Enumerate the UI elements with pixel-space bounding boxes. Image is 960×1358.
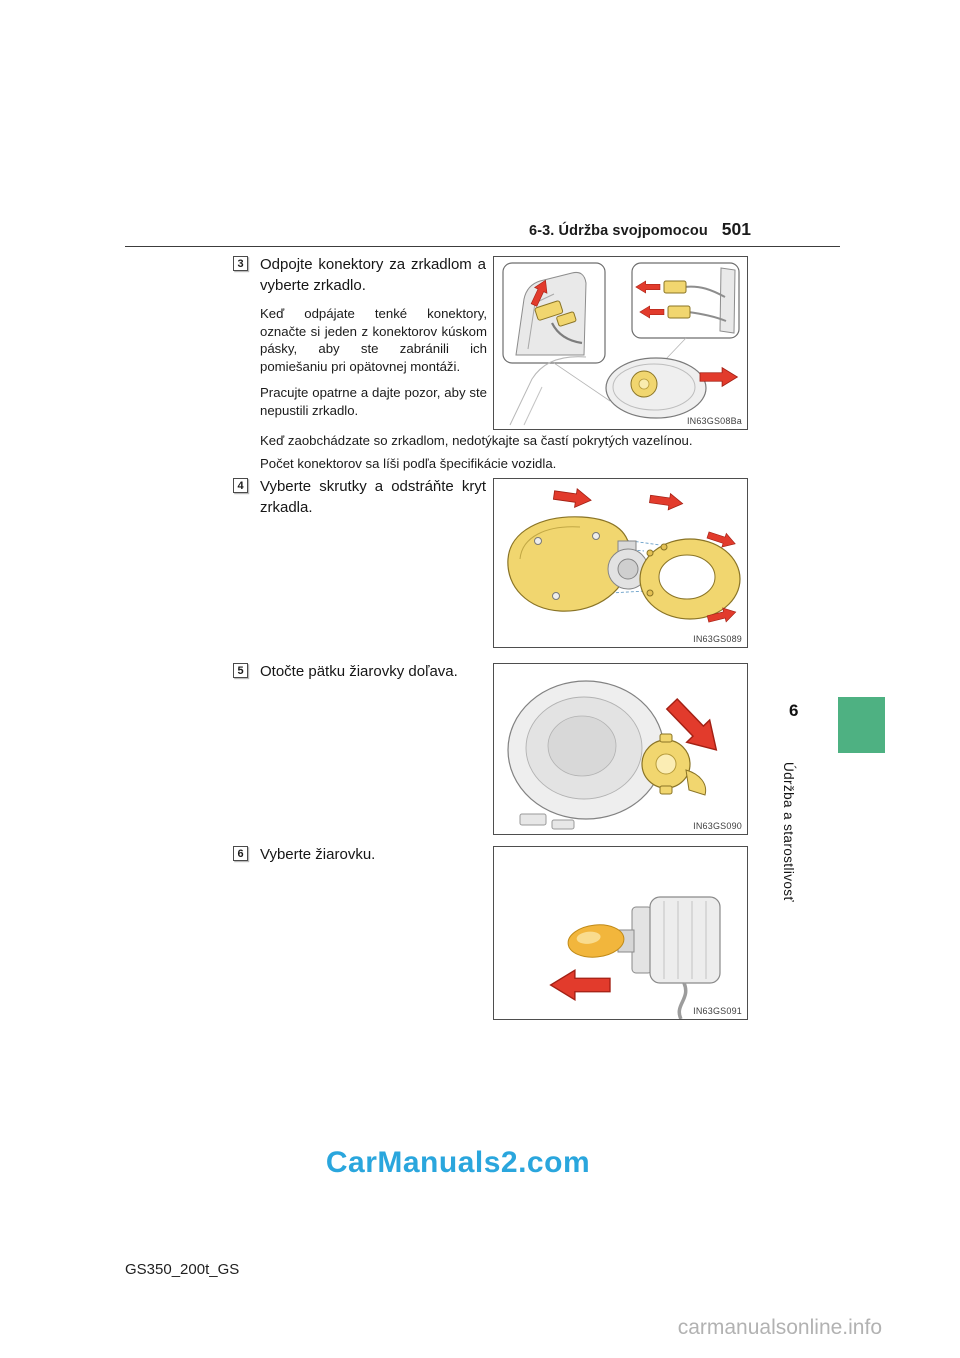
step-3: 3 Odpojte konektory za zrkadlom a vybert… <box>233 254 488 420</box>
step-4-number-badge: 4 <box>233 478 248 493</box>
step-5-number-badge: 5 <box>233 663 248 678</box>
wire <box>677 982 688 1019</box>
section-title: 6-3. Údržba svojpomocou <box>529 223 708 239</box>
screw <box>646 549 654 557</box>
step-6-title: Vyberte žiarovku. <box>260 846 376 863</box>
step-5-title: Otočte pätku žiarovky doľava. <box>260 663 458 680</box>
figure-code: IN63GS089 <box>693 634 742 644</box>
step-3-title: Odpojte konektory za zrkadlom a vyberte … <box>260 256 486 294</box>
page-header: 6-3. Údržba svojpomocou 501 <box>125 219 751 240</box>
step-3-number-badge: 3 <box>233 256 248 271</box>
step-6: 6 Vyberte žiarovku. <box>233 844 488 865</box>
step-3-paragraph-2: Pracujte opatrne a dajte pozor, aby ste … <box>260 385 487 418</box>
screw <box>660 543 668 551</box>
step-4-title: Vyberte skrutky a odstráňte kryt zrkadla… <box>260 478 486 516</box>
figure-code: IN63GS091 <box>693 1006 742 1016</box>
red-arrow-icon <box>648 490 685 513</box>
connector-plug <box>667 305 691 319</box>
mirror-cover-illustration <box>507 485 741 627</box>
screw <box>534 537 542 545</box>
step-6-head: 6 Vyberte žiarovku. <box>233 844 488 865</box>
bulb-removal-illustration <box>549 896 721 1019</box>
socket-body <box>649 896 721 984</box>
chapter-number: 6 <box>789 701 799 720</box>
chapter-title-vertical: Údržba a starostlivosť <box>781 762 796 902</box>
red-arrow-icon <box>549 969 611 1001</box>
step-5: 5 Otočte pätku žiarovky doľava. <box>233 661 488 682</box>
site-credit: carmanualsonline.info <box>677 1316 882 1339</box>
mirror-handling-note: Keď zaobchádzate so zrkadlom, nedotýkajt… <box>260 433 693 448</box>
screw <box>592 532 600 540</box>
step-3-paragraph-1: Keď odpájate tenké konektory, označte si… <box>260 306 487 374</box>
step-5-head: 5 Otočte pätku žiarovky doľava. <box>233 661 488 682</box>
step-4-head: 4 Vyberte skrutky a odstráňte kryt zrkad… <box>233 476 488 518</box>
bulb-base-illustration <box>507 680 729 830</box>
connector-plug <box>663 280 687 294</box>
figure-code: IN63GS08Ba <box>686 416 742 426</box>
document-code: GS350_200t_GS <box>125 1261 240 1278</box>
figure-bulb-base-turn: IN63GS090 <box>493 663 748 835</box>
step-6-number-badge: 6 <box>233 846 248 861</box>
step-3-head: 3 Odpojte konektory za zrkadlom a vybert… <box>233 254 488 296</box>
page-number: 501 <box>721 219 751 239</box>
socket-flange <box>631 906 653 974</box>
screw <box>646 589 654 597</box>
chapter-tab <box>838 697 885 753</box>
connector-plugs <box>534 300 577 327</box>
watermark-link[interactable]: CarManuals2.com <box>325 1146 591 1179</box>
connector-count-note: Počet konektorov sa líši podľa špecifiká… <box>260 456 557 471</box>
screw <box>552 592 560 600</box>
bulb-socket <box>641 733 707 796</box>
figure-mirror-cover-removal: IN63GS089 <box>493 478 748 648</box>
mirror-connectors-illustration <box>502 262 740 426</box>
figure-mirror-connectors: IN63GS08Ba <box>493 256 748 430</box>
figure-bulb-removal: IN63GS091 <box>493 846 748 1020</box>
red-arrow-icon <box>552 485 593 510</box>
amber-bulb <box>567 924 625 958</box>
header-divider <box>125 246 840 247</box>
step-4: 4 Vyberte skrutky a odstráňte kryt zrkad… <box>233 476 488 518</box>
figure-code: IN63GS090 <box>693 821 742 831</box>
